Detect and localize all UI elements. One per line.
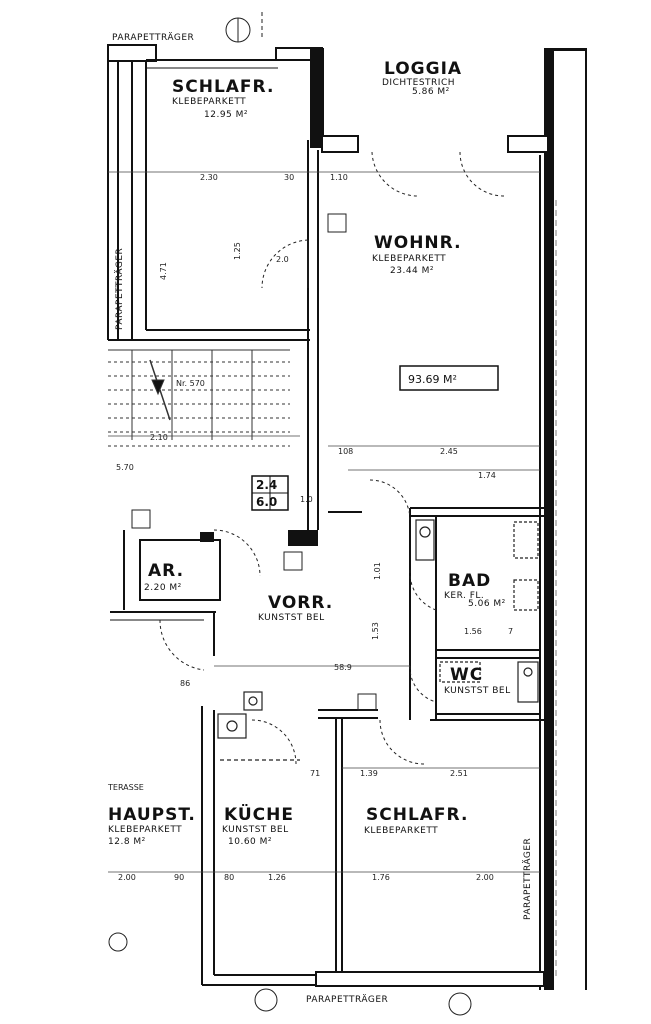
dimension-label: 2.51 — [450, 769, 468, 778]
room-wohnr-area: 23.44 M² — [390, 266, 434, 276]
dimension-label: 58.9 — [334, 663, 352, 672]
dimension-label: 2.30 — [200, 173, 218, 182]
dimension-label: 90 — [174, 873, 184, 882]
parapet-right-label: PARAPETTRÄGER — [522, 838, 533, 920]
grid-label-b: 6.0 — [256, 495, 277, 509]
room-vorr-floor: KUNSTST BEL — [258, 613, 325, 623]
room-haupst-name: HAUPST. — [108, 805, 196, 825]
total-area-box — [399, 365, 499, 391]
kitchen-fixtures — [217, 691, 300, 761]
room-ar-name: AR. — [148, 561, 184, 581]
room-loggia-area: 5.86 M² — [412, 87, 450, 97]
annotations: PARAPETTRÄGER PARAPETTRÄGER PARAPETTRÄGE… — [107, 32, 533, 1005]
room-bad-name: BAD — [448, 571, 491, 591]
dimension-label: 2.10 — [150, 433, 168, 442]
dimension-label: 1.53 — [371, 622, 380, 640]
dimension-lines — [108, 171, 557, 980]
room-wohnr-name: WOHNR. — [374, 233, 462, 253]
room-wc-name: WC — [450, 665, 483, 685]
room-vorr-name: VORR. — [268, 593, 333, 613]
dimension-label: 86 — [180, 679, 190, 688]
dimension-label: 1.74 — [478, 471, 496, 480]
stair-note: Nr. 570 — [176, 379, 205, 388]
parapet-bottom-label: PARAPETTRÄGER — [306, 994, 388, 1005]
staircase — [108, 349, 290, 447]
room-kuche-area: 10.60 M² — [228, 837, 272, 847]
dimension-label: 1.25 — [233, 242, 242, 260]
walls — [107, 44, 587, 990]
misc-symbols — [108, 12, 472, 1016]
bathroom-fixtures — [415, 519, 539, 703]
room-kuche-name: KÜCHE — [224, 803, 294, 825]
room-schlafr-bottom-name: SCHLAFR. — [366, 805, 468, 825]
terrace-label: TERASSE — [107, 783, 144, 792]
room-schlafr-top-area: 12.95 M² — [204, 110, 248, 120]
dimension-label: 71 — [310, 769, 320, 778]
room-haupst-area: 12.8 M² — [108, 837, 146, 847]
dimension-label: 80 — [224, 873, 234, 882]
room-bad-floor: KER. FL. — [444, 591, 484, 601]
dimension-label: 5.70 — [116, 463, 134, 472]
room-schlafr-bottom-floor: KLEBEPARKETT — [364, 826, 438, 836]
room-schlafr-top-name: SCHLAFR. — [172, 77, 274, 97]
dimension-label: 1.01 — [373, 562, 382, 580]
dimension-label: 7 — [508, 627, 513, 636]
dimension-label: 1.39 — [360, 769, 378, 778]
room-kuche-floor: KUNSTST BEL — [222, 825, 289, 835]
dimension-label: 4.71 — [159, 262, 168, 280]
room-haupst-floor: KLEBEPARKETT — [108, 825, 182, 835]
total-area-value: 93.69 M² — [408, 373, 457, 386]
room-labels: SCHLAFR. KLEBEPARKETT 12.95 M² LOGGIA DI… — [108, 59, 511, 847]
dimension-label: 2.00 — [118, 873, 136, 882]
dimension-label: 1.10 — [330, 173, 348, 182]
dimension-label: 2.0 — [276, 255, 289, 264]
dimension-label: 1.0 — [300, 495, 313, 504]
dimension-label: 108 — [338, 447, 353, 456]
room-wohnr-floor: KLEBEPARKETT — [372, 254, 446, 264]
dimension-label: 1.76 — [372, 873, 390, 882]
room-bad-area: 5.06 M² — [468, 599, 506, 609]
dimension-label: 2.00 — [476, 873, 494, 882]
dimension-label: 30 — [284, 173, 294, 182]
dimension-labels: 2.30 30 1.10 1.25 4.71 2.0 108 2.45 1.74… — [116, 173, 513, 882]
parapet-top-label: PARAPETTRÄGER — [112, 32, 194, 43]
parapet-left-label: PARAPETTRÄGER — [114, 248, 125, 330]
dimension-label: 2.45 — [440, 447, 458, 456]
dimension-label: 1.56 — [464, 627, 482, 636]
room-loggia-name: LOGGIA — [384, 59, 462, 79]
room-ar-area: 2.20 M² — [144, 583, 182, 593]
doors — [159, 151, 505, 765]
dimension-label: 1.26 — [268, 873, 286, 882]
grid-label-a: 2.4 — [256, 478, 277, 492]
room-wc-floor: KUNSTST BEL — [444, 686, 511, 696]
room-schlafr-top-floor: KLEBEPARKETT — [172, 97, 246, 107]
room-loggia-floor: DICHTESTRICH — [382, 78, 455, 88]
